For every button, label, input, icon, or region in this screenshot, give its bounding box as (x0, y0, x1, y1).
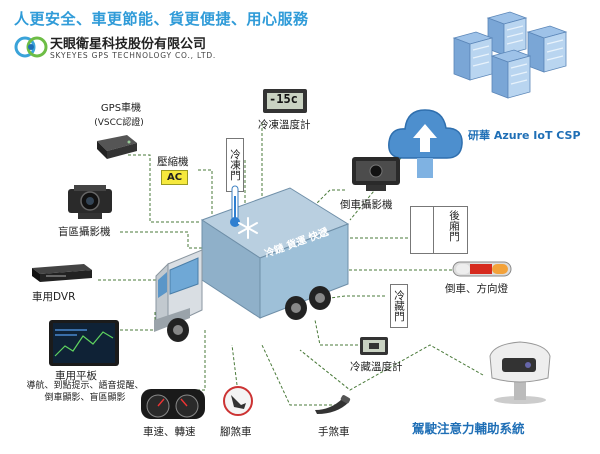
chiller-thermometer-icon (360, 337, 388, 355)
refrigerated-truck (154, 185, 350, 342)
hand-brake-icon (315, 395, 351, 414)
hand-brake-label: 手煞車 (318, 426, 350, 438)
ac-badge: AC (161, 170, 189, 185)
gps-device-icon (97, 135, 137, 159)
cloud-upload-icon (388, 109, 463, 178)
tablet-label: 車用平板 (55, 370, 97, 382)
freezer-door-box: 冷凍門 (226, 138, 244, 192)
foot-brake-icon (223, 386, 253, 416)
dvr-icon (32, 264, 92, 282)
dvr-label: 車用DVR (32, 291, 76, 303)
gps-unit-sub: (VSCC認證) (94, 118, 144, 128)
company-name-en: SKYEYES GPS TECHNOLOGY CO., LTD. (50, 51, 217, 60)
chiller-door-box: 冷藏門 (390, 284, 408, 328)
reverse-camera-label: 倒車攝影機 (340, 199, 393, 211)
tablet-icon (49, 320, 119, 366)
rear-door-label: 後廂門 (448, 210, 460, 242)
foot-brake-label: 腳煞車 (220, 426, 252, 438)
skyeyes-logo-icon (14, 36, 48, 58)
cloud-label: 研華 Azure IoT CSP (468, 129, 581, 142)
freezer-temp-reading: -15c (269, 92, 298, 106)
reverse-lights-label: 倒車、方向燈 (445, 283, 508, 295)
tablet-desc-1: 導航、到點提示、語音提醒、 (26, 381, 144, 391)
gps-unit-label: GPS車機 (100, 103, 142, 114)
rear-door-frame (410, 206, 468, 254)
blind-camera-icon (68, 185, 112, 219)
driver-assist-icon (489, 341, 551, 404)
slogan: 人更安全、車更節能、貨更便捷、用心服務 (14, 10, 309, 28)
compressor-label: 壓縮機 (157, 156, 189, 168)
speedometer-icon (141, 389, 205, 419)
freezer-thermometer-icon (263, 89, 307, 113)
tablet-desc-2: 倒車顯影、盲區顯影 (44, 393, 126, 403)
blind-camera-label: 盲區攝影機 (58, 226, 111, 238)
freezer-temp-label: 冷凍溫度計 (258, 119, 311, 131)
speed-label: 車速、轉速 (143, 426, 196, 438)
reverse-camera-icon (352, 157, 400, 191)
rear-light-icon (452, 261, 512, 277)
snowflake-icon (238, 217, 258, 239)
driver-assist-label: 駕駛注意力輔助系統 (412, 421, 525, 436)
chiller-temp-label: 冷藏溫度計 (350, 361, 403, 373)
company-name: 天眼衛星科技股份有限公司 (50, 37, 207, 52)
server-rack-icon (452, 11, 568, 99)
